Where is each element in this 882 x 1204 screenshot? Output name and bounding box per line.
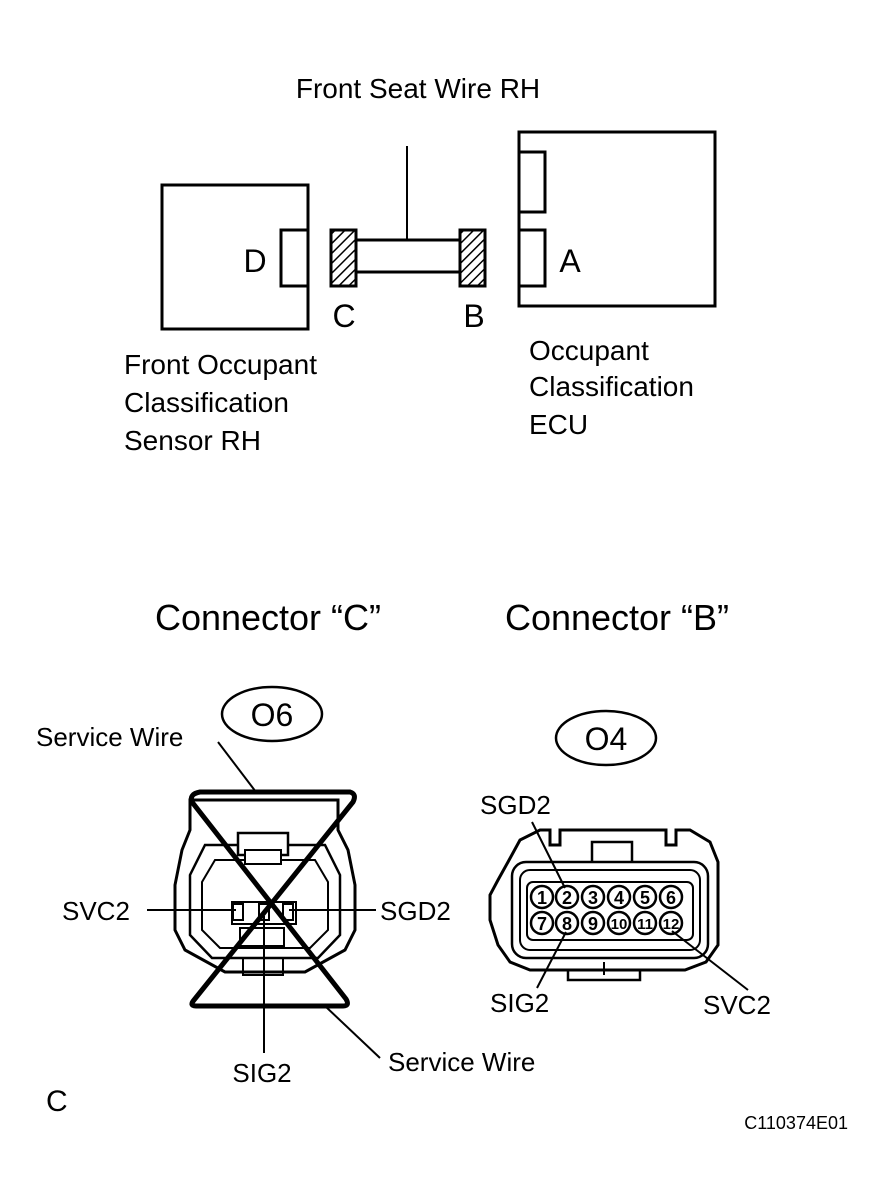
connector-c-code: O6 [251,697,294,733]
sig2-c-label: SIG2 [232,1058,291,1088]
pin-1-label: 1 [537,888,547,908]
connector-c-latch-inner [244,849,282,865]
pin-2-label: 2 [562,888,572,908]
corner-letter: C [46,1085,68,1118]
ecu-label-line1: Occupant [529,335,649,366]
pin-12-label: 12 [663,916,680,933]
svc2-b-label: SVC2 [703,990,771,1020]
pin-9-circle [580,910,606,936]
connector-b-pin-area [526,881,694,941]
connector-b-letter: B [463,298,484,334]
pin-4-label: 4 [614,888,624,908]
connector-b-code: O4 [585,721,628,757]
ecu-label-line2: Classification [529,371,694,402]
connector-c-letter: C [332,298,355,334]
service-wire-top-label: Service Wire [36,722,183,752]
sgd2-c-label: SGD2 [380,896,451,926]
service-wire-top-leader [217,741,257,793]
sig2-b-label: SIG2 [490,988,549,1018]
pin-10-label: 10 [611,916,628,933]
connector-a-label: A [559,243,581,279]
connector-b-bottom-key [566,970,642,982]
connector-b-inner-frame-2 [519,869,701,951]
pin-5-label: 5 [640,888,650,908]
connector-d-tab [279,228,310,288]
pin-6-circle [658,884,684,910]
connector-c-pin-left [232,903,244,921]
pin-6-label: 6 [666,888,676,908]
connector-b-title: Connector “B” [505,597,729,638]
service-wire-bottom-leader [324,1005,381,1059]
connector-c-inner-ring [201,859,329,949]
pin-7-label: 7 [537,914,547,934]
ecu-upper-port [517,150,547,214]
pin-9-label: 9 [588,914,598,934]
pin-4-circle [606,884,632,910]
connector-c-title: Connector “C” [155,597,381,638]
pin-8-circle [554,910,580,936]
ecu-label-line3: ECU [529,409,588,440]
connector-c-pin-right [282,903,294,921]
connector-c-outer-housing [173,798,357,974]
connector-c-inner-housing [188,843,342,960]
connector-b-inner-frame [510,860,710,960]
connector-b-block [458,228,487,288]
figure-id: C110374E01 [744,1113,848,1133]
sensor-label-line2: Classification [124,387,289,418]
pin-11-circle [632,910,658,936]
svc2-b-leader [671,930,749,991]
svc2-c-label: SVC2 [62,896,130,926]
connector-b-view: Connector “B” O4 1 2 3 4 5 6 7 8 9 10 [480,597,771,1020]
sensor-label-line3: Sensor RH [124,425,261,456]
pin-12-circle [658,910,684,936]
connector-b-code-oval [554,709,658,767]
pin-3-label: 3 [588,888,598,908]
connector-a-tab [517,228,547,288]
pin-2-circle [554,884,580,910]
service-wire-loop [188,789,357,1009]
wire-label: Front Seat Wire RH [296,73,540,104]
connector-d-label: D [243,243,266,279]
sgd2-b-label: SGD2 [480,790,551,820]
connector-b-top-latch [590,840,634,862]
connector-c-block [329,228,358,288]
service-wire-bottom-label: Service Wire [388,1047,535,1077]
ecu-box [517,130,717,308]
pin-10-circle [606,910,632,936]
pin-5-circle [632,884,658,910]
pin-8-label: 8 [562,914,572,934]
sig2-b-leader [536,931,567,989]
sensor-label-line1: Front Occupant [124,349,317,380]
wire-harness [354,238,462,274]
pin-7-circle [529,910,555,936]
sgd2-b-leader [531,821,566,889]
pin-3-circle [580,884,606,910]
connector-c-view: Connector “C” O6 Service Wire SVC2 SGD2 … [36,597,535,1088]
connector-c-code-oval [220,685,324,743]
pin-11-label: 11 [637,916,653,933]
wiring-overview: Front Seat Wire RH D C B A Front Occupan… [124,73,717,456]
pin-1-circle [529,884,555,910]
